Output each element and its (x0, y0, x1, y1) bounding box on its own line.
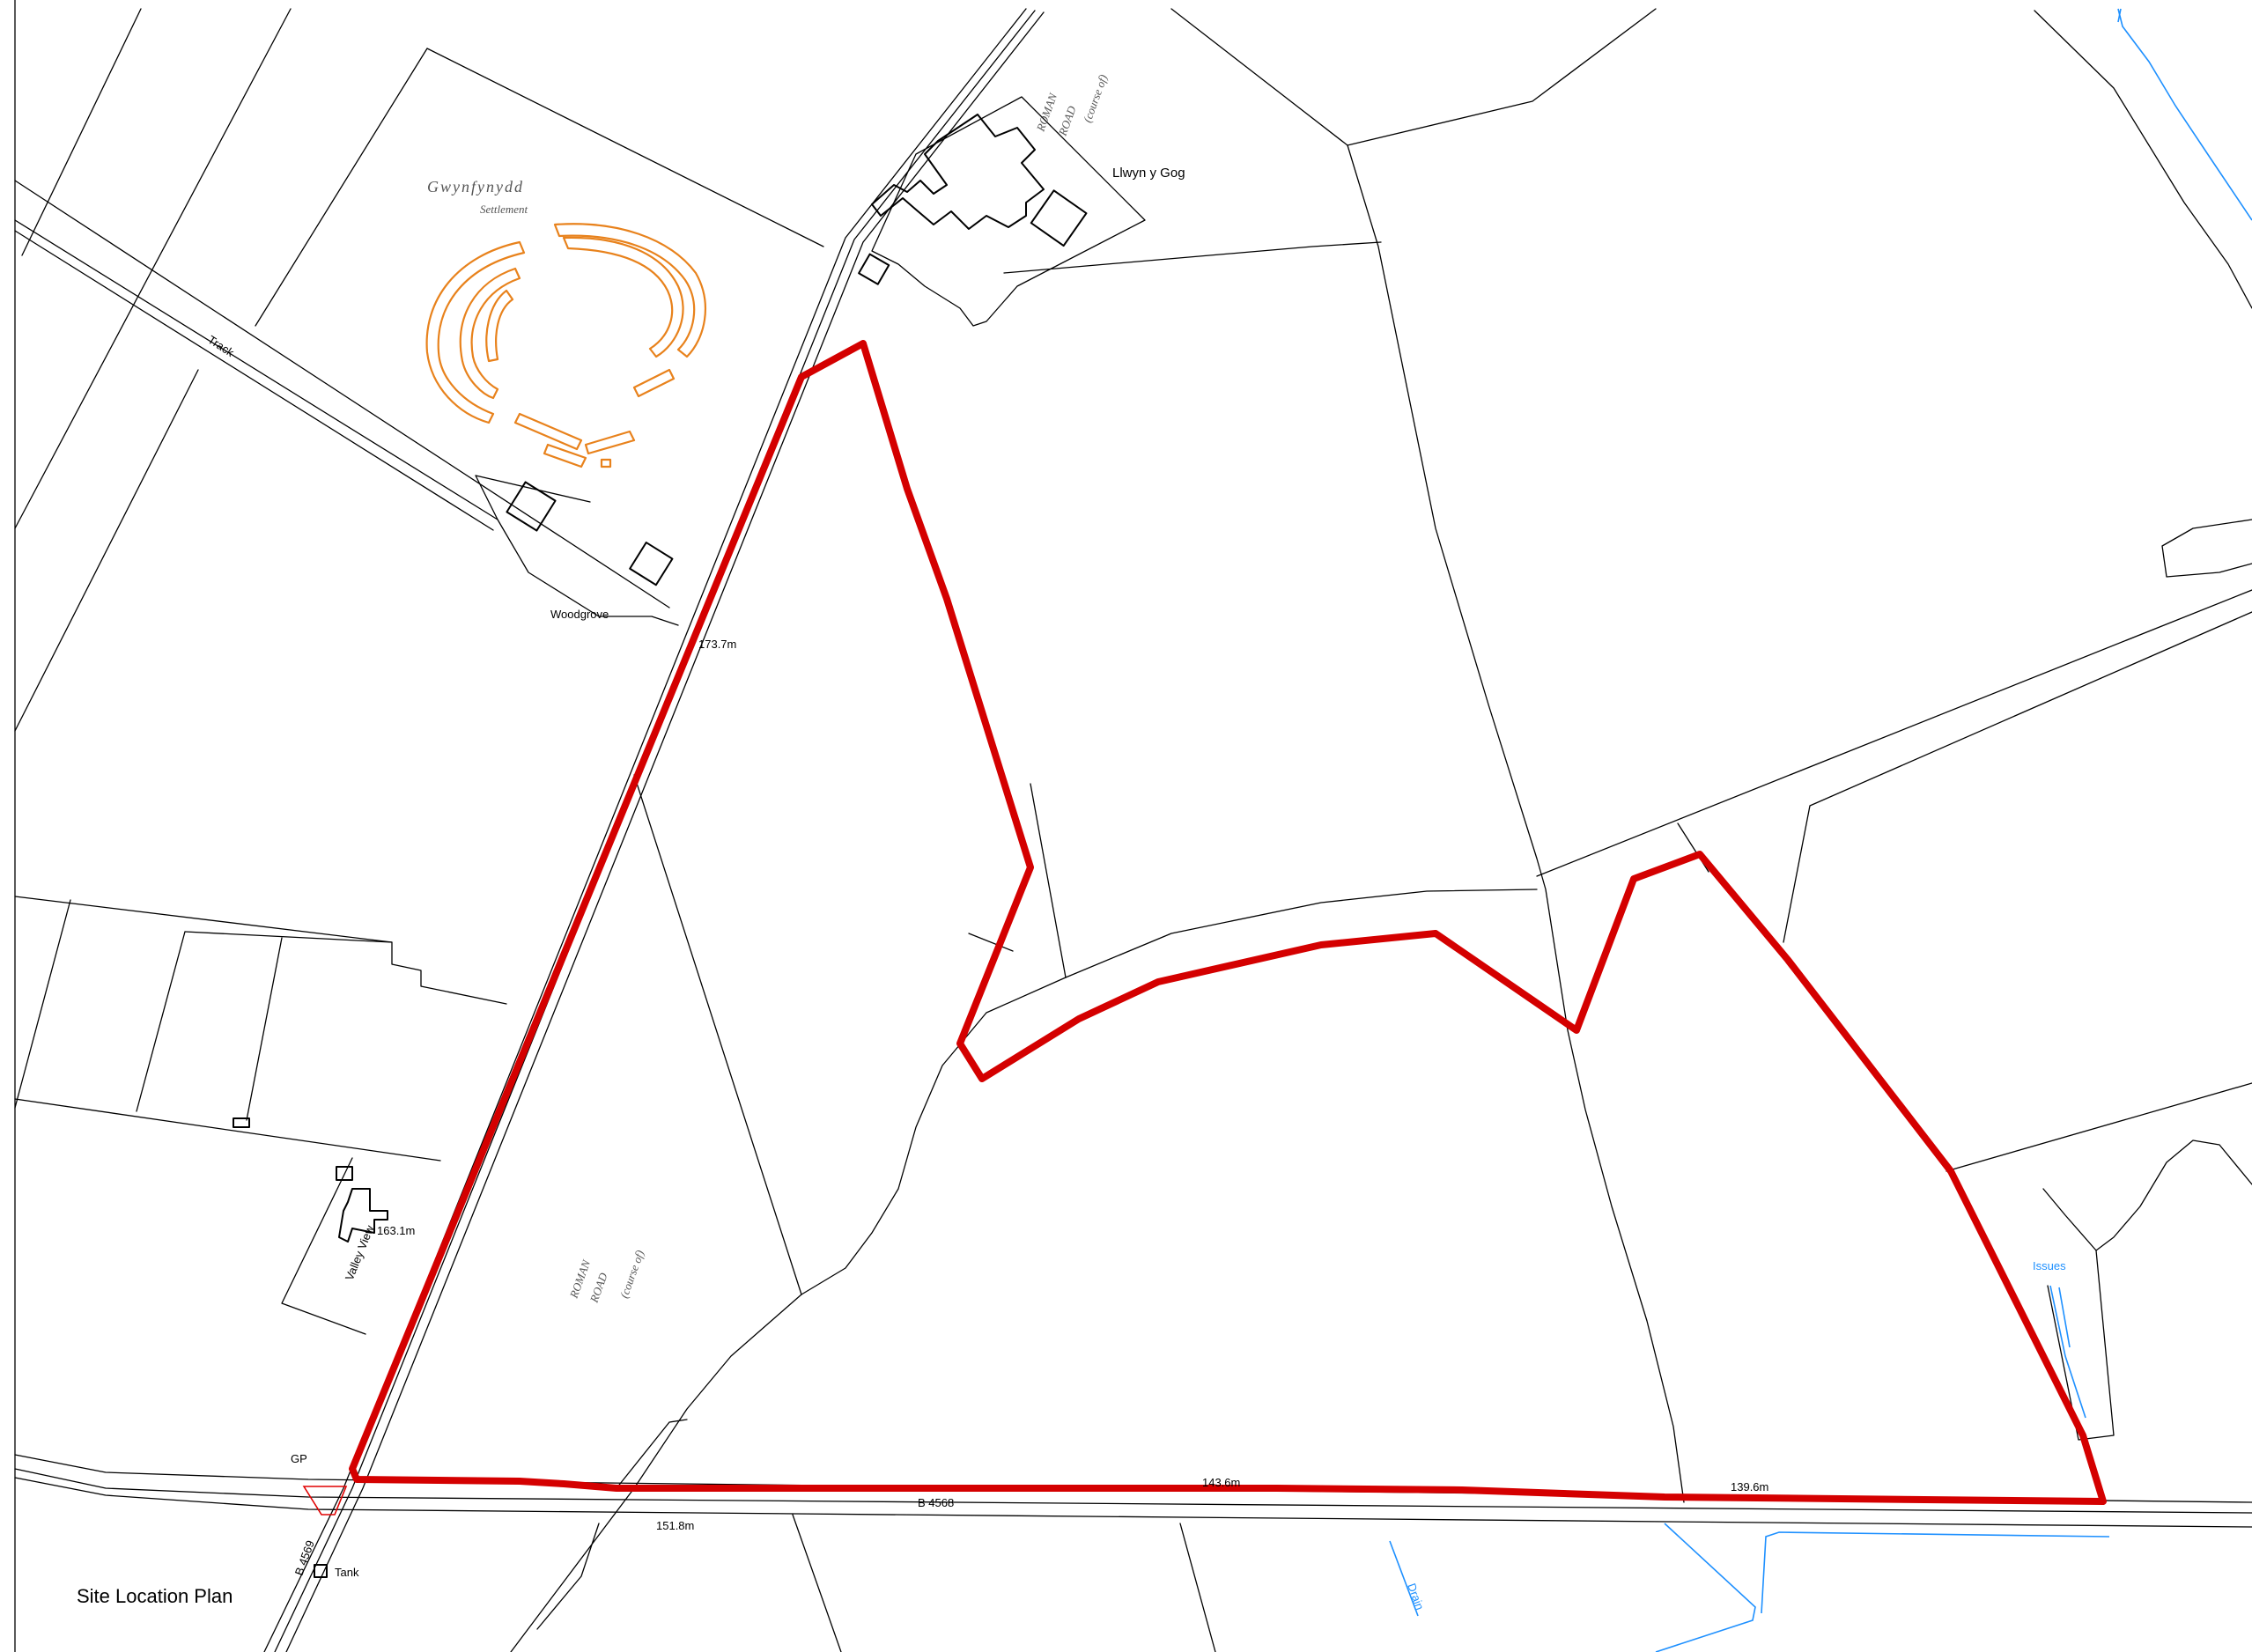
road-network (14, 8, 2252, 1652)
spot-height-2: 163.1m (377, 1224, 415, 1237)
label-drain: Drain (1405, 1582, 1427, 1611)
label-settlement-type: Settlement (480, 203, 528, 216)
building-valley-view (338, 1188, 388, 1243)
building-valley-view-shed (336, 1166, 353, 1181)
spot-height-4: 143.6m (1202, 1476, 1240, 1489)
label-gp: GP (291, 1452, 307, 1465)
field-boundaries (14, 8, 2252, 1652)
label-valley-view: Valley View (343, 1223, 377, 1282)
building-field-hut (233, 1117, 250, 1128)
label-road-b4568: B 4568 (918, 1496, 954, 1509)
drain-stream (1389, 1540, 1419, 1617)
issues-stream (2049, 1285, 2086, 1419)
label-tank: Tank (335, 1566, 359, 1579)
site-boundary (349, 340, 2107, 1505)
label-roman-road-south-b: ROAD (587, 1271, 610, 1305)
spot-height-5: 139.6m (1731, 1480, 1768, 1493)
label-settlement-name: Gwynfynydd (427, 178, 524, 195)
label-woodgrove: Woodgrove (550, 608, 609, 621)
label-roman-road-south-c: (course of) (617, 1249, 646, 1300)
label-issues: Issues (2033, 1259, 2066, 1272)
spot-height-3: 151.8m (656, 1519, 694, 1532)
stream-ne (2117, 8, 2252, 221)
label-roman-road-north-b: ROAD (1055, 104, 1079, 138)
building-woodgrove-2 (629, 542, 674, 586)
map-title: Site Location Plan (77, 1585, 233, 1607)
settlement-earthworks (425, 223, 706, 468)
building-woodgrove-1 (506, 481, 557, 532)
label-roman-road-north-c: (course of) (1081, 73, 1110, 124)
building-llwyn-y-gog-main (871, 114, 1045, 230)
junction-marking (302, 1486, 348, 1516)
building-llwyn-y-gog-outbuilding (1030, 189, 1088, 247)
building-small-shed (858, 253, 890, 285)
watercourses (1389, 8, 2252, 1652)
spot-height-1: 173.7m (698, 638, 736, 651)
buildings (233, 96, 1146, 1578)
label-llwyn-y-gog: Llwyn y Gog (1112, 166, 1185, 181)
map-labels: Gwynfynydd Settlement Llwyn y Gog Woodgr… (77, 73, 2066, 1612)
building-tank (314, 1564, 328, 1578)
